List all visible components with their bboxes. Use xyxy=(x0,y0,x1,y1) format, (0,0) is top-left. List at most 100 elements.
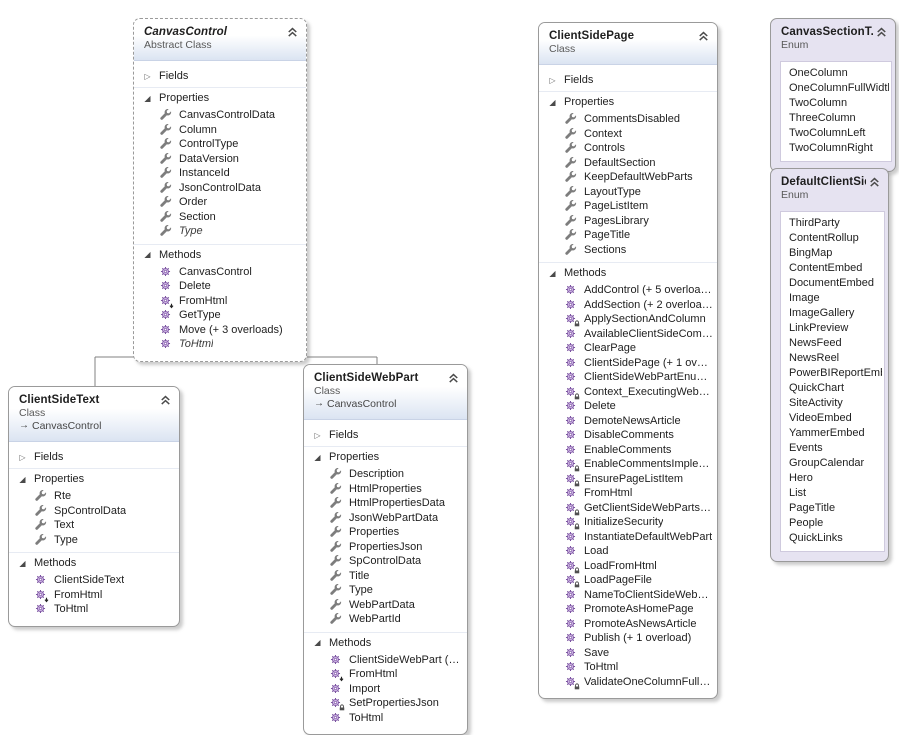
member-row[interactable]: DisableComments xyxy=(539,428,717,443)
member-row[interactable]: WebPartData xyxy=(304,598,467,613)
member-row[interactable]: Order xyxy=(134,195,306,210)
member-row[interactable]: Controls xyxy=(539,141,717,156)
member-row[interactable]: Description xyxy=(304,467,467,482)
member-row[interactable]: Type xyxy=(134,224,306,239)
member-row[interactable]: FromHtml xyxy=(304,667,467,682)
member-row[interactable]: LoadFromHtml xyxy=(539,559,717,574)
compartment-header-properties[interactable]: ◢Properties xyxy=(134,87,306,107)
member-row[interactable]: AddControl (+ 5 overloads) xyxy=(539,283,717,298)
enum-value[interactable]: Image xyxy=(786,291,882,306)
member-row[interactable]: AddSection (+ 2 overloads) xyxy=(539,298,717,313)
collapse-button[interactable] xyxy=(868,176,881,188)
member-row[interactable]: SetPropertiesJson xyxy=(304,696,467,711)
expander-expanded-icon[interactable]: ◢ xyxy=(549,97,556,107)
member-row[interactable]: HtmlProperties xyxy=(304,482,467,497)
member-row[interactable]: PromoteAsHomePage xyxy=(539,602,717,617)
member-row[interactable]: GetClientSideWebPartsAsync xyxy=(539,501,717,516)
compartment-header-methods[interactable]: ◢Methods xyxy=(134,243,306,264)
member-row[interactable]: Sections xyxy=(539,243,717,258)
member-row[interactable]: DataVersion xyxy=(134,152,306,167)
member-row[interactable]: FromHtml xyxy=(9,588,179,603)
member-row[interactable]: DefaultSection xyxy=(539,156,717,171)
enum-value[interactable]: Events xyxy=(786,441,882,456)
enum-value[interactable]: LinkPreview xyxy=(786,321,882,336)
member-row[interactable]: Column xyxy=(134,123,306,138)
enum-value[interactable]: QuickLinks xyxy=(786,531,882,546)
expander-expanded-icon[interactable]: ◢ xyxy=(144,93,151,103)
enum-value[interactable]: List xyxy=(786,486,882,501)
member-row[interactable]: Rte xyxy=(9,489,179,504)
enum-value[interactable]: People xyxy=(786,516,882,531)
member-row[interactable]: InitializeSecurity xyxy=(539,515,717,530)
member-row[interactable]: Save xyxy=(539,646,717,661)
collapse-button[interactable] xyxy=(875,26,888,38)
member-row[interactable]: CanvasControlData xyxy=(134,108,306,123)
member-row[interactable]: Title xyxy=(304,569,467,584)
compartment-header-properties[interactable]: ◢Properties xyxy=(539,91,717,111)
member-row[interactable]: CanvasControl xyxy=(134,265,306,280)
expander-expanded-icon[interactable]: ◢ xyxy=(549,268,556,278)
member-row[interactable]: InstantiateDefaultWebPart xyxy=(539,530,717,545)
expander-expanded-icon[interactable]: ◢ xyxy=(314,452,321,462)
member-row[interactable]: PagesLibrary xyxy=(539,214,717,229)
enum-value[interactable]: TwoColumnRight xyxy=(786,141,889,156)
member-row[interactable]: Context xyxy=(539,127,717,142)
member-row[interactable]: ClientSideText xyxy=(9,573,179,588)
compartment-header-properties[interactable]: ◢Properties xyxy=(9,468,179,488)
member-row[interactable]: Import xyxy=(304,682,467,697)
member-row[interactable]: InstanceId xyxy=(134,166,306,181)
expander-collapsed-icon[interactable]: ▷ xyxy=(314,430,321,440)
member-row[interactable]: PropertiesJson xyxy=(304,540,467,555)
compartment-header-methods[interactable]: ◢Methods xyxy=(539,262,717,282)
compartment-header-fields[interactable]: ▷Fields xyxy=(304,425,467,444)
member-row[interactable]: Load xyxy=(539,544,717,559)
compartment-header-fields[interactable]: ▷Fields xyxy=(9,447,179,466)
enum-value[interactable]: TwoColumnLeft xyxy=(786,126,889,141)
member-row[interactable]: FromHtml xyxy=(134,294,306,309)
member-row[interactable]: KeepDefaultWebParts xyxy=(539,170,717,185)
enum-value[interactable]: DocumentEmbed xyxy=(786,276,882,291)
member-row[interactable]: SpControlData xyxy=(9,504,179,519)
enum-value[interactable]: YammerEmbed xyxy=(786,426,882,441)
compartment-header-properties[interactable]: ◢Properties xyxy=(304,446,467,466)
member-row[interactable]: ClientSideWebPart (+ 1 overl... xyxy=(304,653,467,668)
compartment-header-methods[interactable]: ◢Methods xyxy=(9,552,179,572)
member-row[interactable]: ToHtml xyxy=(9,602,179,617)
member-row[interactable]: ToHtml xyxy=(539,660,717,675)
enum-value[interactable]: GroupCalendar xyxy=(786,456,882,471)
enum-value[interactable]: Hero xyxy=(786,471,882,486)
member-row[interactable]: LayoutType xyxy=(539,185,717,200)
member-row[interactable]: SpControlData xyxy=(304,554,467,569)
collapse-button[interactable] xyxy=(447,372,460,384)
enum-value[interactable]: TwoColumn xyxy=(786,96,889,111)
member-row[interactable]: JsonControlData xyxy=(134,181,306,196)
enum-value[interactable]: VideoEmbed xyxy=(786,411,882,426)
member-row[interactable]: CommentsDisabled xyxy=(539,112,717,127)
compartment-header-fields[interactable]: ▷Fields xyxy=(539,70,717,89)
member-row[interactable]: ClientSideWebPartEnumToName xyxy=(539,370,717,385)
enum-value[interactable]: ImageGallery xyxy=(786,306,882,321)
enum-value[interactable]: NewsReel xyxy=(786,351,882,366)
enum-value[interactable]: OneColumn xyxy=(786,66,889,81)
enum-value[interactable]: NewsFeed xyxy=(786,336,882,351)
member-row[interactable]: ClientSidePage (+ 1 overload) xyxy=(539,356,717,371)
enum-value[interactable]: BingMap xyxy=(786,246,882,261)
enum-value[interactable]: QuickChart xyxy=(786,381,882,396)
member-row[interactable]: PageListItem xyxy=(539,199,717,214)
expander-collapsed-icon[interactable]: ▷ xyxy=(549,75,556,85)
collapse-button[interactable] xyxy=(697,30,710,42)
member-row[interactable]: PromoteAsNewsArticle xyxy=(539,617,717,632)
enum-value[interactable]: ThirdParty xyxy=(786,216,882,231)
member-row[interactable]: Delete xyxy=(539,399,717,414)
enum-box-default-client-side-web-parts[interactable]: DefaultClientSid...EnumThirdPartyContent… xyxy=(770,168,889,562)
member-row[interactable]: PageTitle xyxy=(539,228,717,243)
expander-collapsed-icon[interactable]: ▷ xyxy=(19,452,26,462)
member-row[interactable]: ValidateOneColumnFullWidthSec... xyxy=(539,675,717,690)
member-row[interactable]: ControlType xyxy=(134,137,306,152)
member-row[interactable]: DemoteNewsArticle xyxy=(539,414,717,429)
enum-value[interactable]: PowerBIReportEmbed xyxy=(786,366,882,381)
expander-expanded-icon[interactable]: ◢ xyxy=(314,638,321,647)
